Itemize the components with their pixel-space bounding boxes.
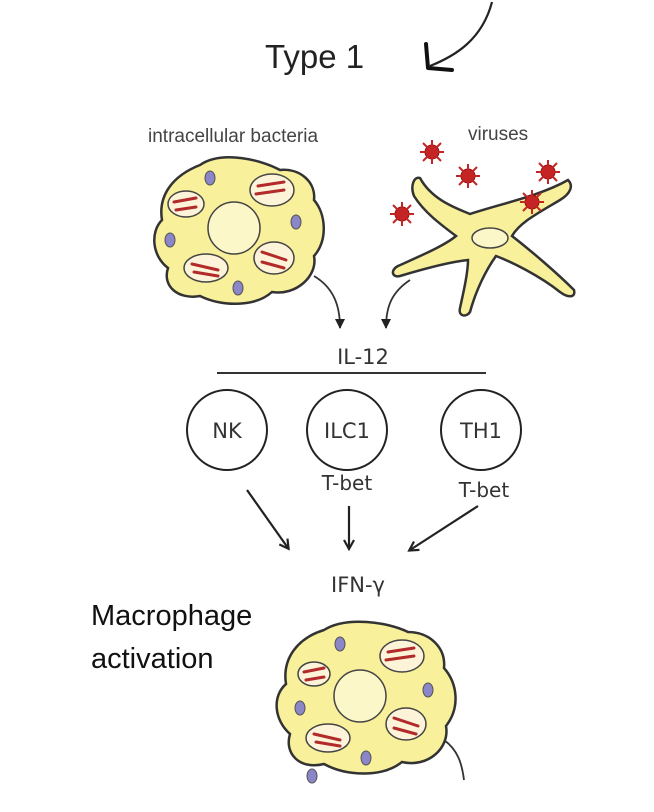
- node-ilc1: ILC1 T-bet: [306, 389, 388, 495]
- node-ilc1-factor: T-bet: [321, 471, 373, 495]
- node-nk-label: NK: [212, 419, 243, 443]
- label-viruses: viruses: [468, 124, 528, 145]
- diagram-title: Type 1: [265, 38, 364, 75]
- arrow-from-macrophage: [443, 739, 465, 781]
- node-th1-label: TH1: [459, 419, 502, 443]
- arrow-nk-to-ifng: [246, 489, 288, 548]
- caption-line1: Macrophage: [91, 600, 252, 632]
- label-intracellular-bacteria: intracellular bacteria: [148, 126, 318, 147]
- arrow-virus-to-il12: [381, 279, 411, 329]
- node-th1-factor: T-bet: [458, 478, 510, 502]
- node-nk: NK: [186, 389, 268, 471]
- ifng-label: IFN-γ: [331, 573, 385, 597]
- il12-label: IL-12: [337, 345, 389, 369]
- caption-line2: activation: [91, 643, 214, 675]
- activated-macrophage-icon: [275, 620, 457, 784]
- virus-icons: [390, 140, 560, 226]
- dendritic-cell-icon: [391, 176, 576, 317]
- arrow-th1-to-ifng: [410, 505, 479, 550]
- node-th1: TH1 T-bet: [440, 389, 522, 502]
- infected-macrophage-icon: [153, 156, 325, 305]
- curved-arrow-icon: [429, 1, 494, 68]
- curved-arrow-head-icon: [424, 42, 454, 72]
- arrow-bacteria-to-il12: [313, 275, 345, 329]
- node-ilc1-label: ILC1: [324, 419, 370, 443]
